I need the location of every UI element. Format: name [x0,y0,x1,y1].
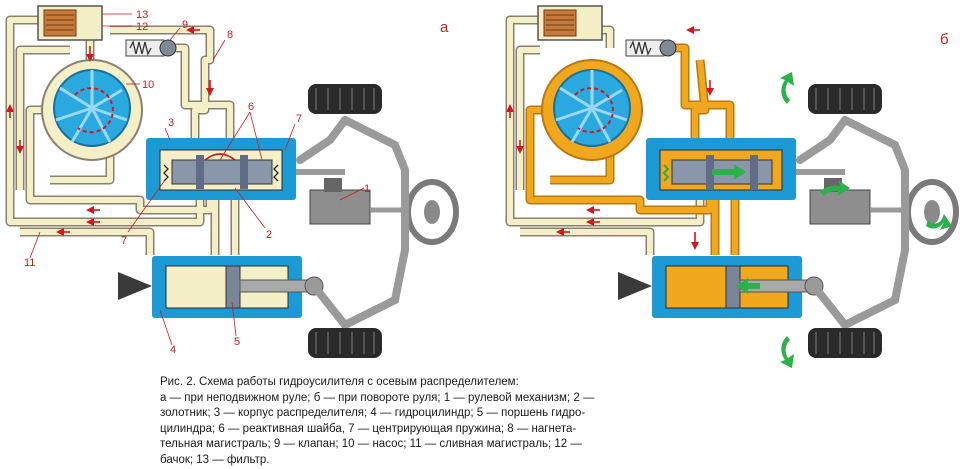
filter-hatching [46,14,74,31]
caption-line-2: а — при неподвижном руле; б — при поворо… [160,391,595,404]
caption-line-6: бачок; 13 — фильтр. [160,453,270,466]
front-wheel-top-a [308,84,382,114]
cylinder-mount [118,272,152,300]
callout-13: 13 [136,9,148,21]
steering-gear-b [809,189,871,225]
panel-label-a: а [440,19,449,36]
panel-a: а 13 12 9 10 8 3 6 7 7 2 1 11 4 5 [5,5,459,358]
pump-vanes [55,70,128,143]
filter-b [543,9,577,37]
callout-5: 5 [234,336,240,348]
caption-line-1: Рис. 2. Схема работы гидроусилителя с ос… [160,376,519,388]
callout-2: 2 [266,229,272,241]
front-wheel-bottom-a [308,328,382,358]
valve-ball [159,39,177,57]
caption-line-4: цилиндра; 6 — реактивная шайба, 7 — цент… [160,422,577,435]
callout-8: 8 [227,29,233,41]
caption-line-5: тельная магистраль; 9 — клапан; 10 — нас… [160,438,582,450]
callout-4: 4 [170,344,176,356]
callout-leaders-a [29,13,365,346]
cylinder-piston [225,265,241,309]
front-wheel-top-b [808,84,882,114]
callout-12: 12 [136,21,148,33]
steering-gear [309,189,371,225]
panel-b: б [505,5,959,368]
callout-7-bottom: 7 [121,235,127,247]
rotation-arrows-b [780,72,952,368]
callout-6: 6 [248,101,254,113]
filter [43,9,77,37]
front-wheel-bottom-b [808,328,882,358]
flow-arrows-b [506,26,714,250]
linkage-a [296,116,409,329]
panel-label-b: б [940,31,949,48]
callout-9: 9 [182,19,188,31]
figure-caption: Рис. 2. Схема работы гидроусилителя с ос… [160,375,680,468]
callout-11: 11 [24,257,35,269]
callout-1: 1 [364,183,370,195]
pressure-lines-b-fill [527,45,738,255]
callout-10: 10 [142,79,154,91]
callout-3: 3 [168,117,174,129]
callout-7-top: 7 [296,113,302,125]
pump-flow-arrow [74,87,114,134]
caption-line-3: золотник; 3 — корпус распределителя; 4 —… [160,407,586,419]
flow-arrows-a [6,26,214,236]
spool [171,159,273,185]
